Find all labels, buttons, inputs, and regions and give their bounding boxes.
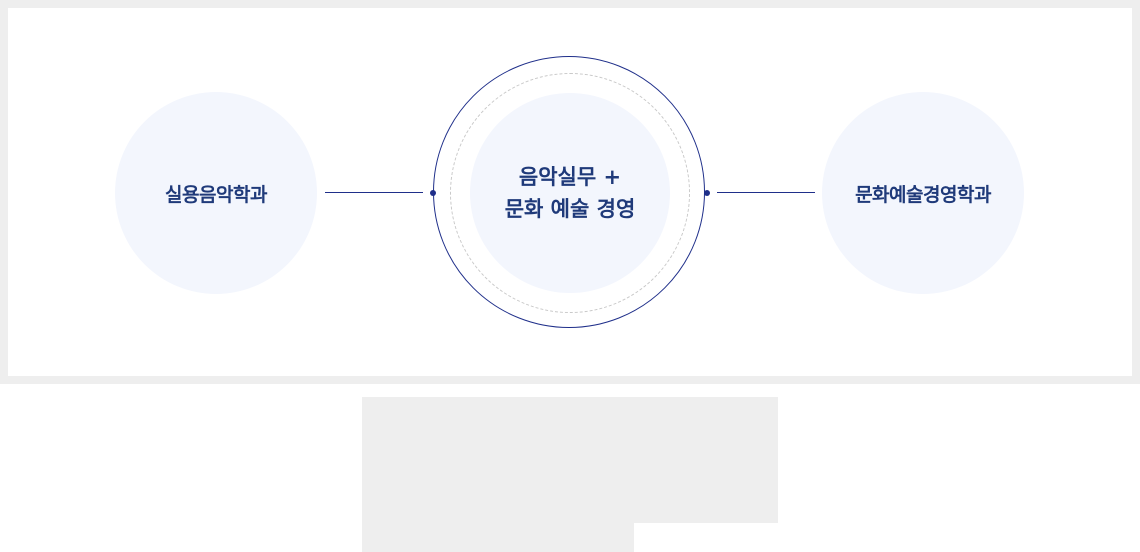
node-label: 문화예술경영학과: [855, 183, 991, 206]
center-dashed-ring: [450, 73, 690, 313]
center-label-line2: 문화 예술 경영: [504, 197, 636, 221]
connector-line-left: [325, 192, 423, 194]
node-center-combined: 음악실무 + 문화 예술 경영: [470, 93, 670, 293]
node-culture-arts-management: 문화예술경영학과: [822, 92, 1024, 294]
node-label: 실용음악학과: [165, 183, 267, 206]
image-placeholder: [362, 397, 778, 523]
node-practical-music: 실용음악학과: [115, 92, 317, 294]
connector-dot-right: [704, 190, 710, 196]
connector-line-right: [717, 192, 815, 194]
image-placeholder-lower: [362, 523, 634, 552]
center-label-line1: 음악실무 +: [518, 165, 622, 189]
